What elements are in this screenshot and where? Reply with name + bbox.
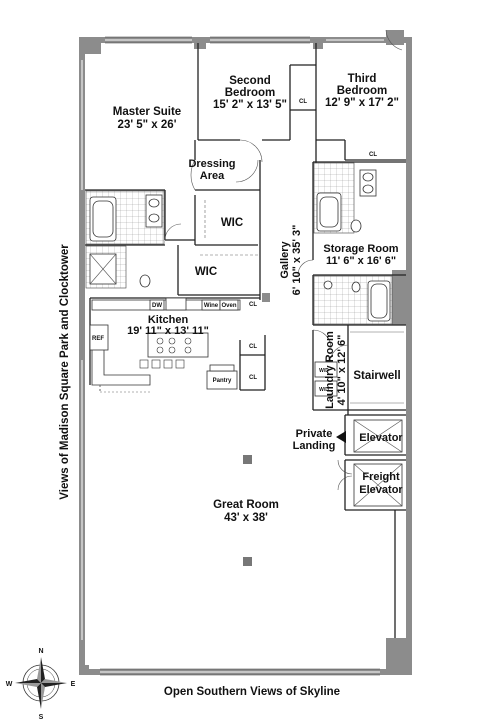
laundry-room-label: Laundry Room [324, 331, 336, 409]
compass-rose-icon: N S E W [6, 648, 76, 721]
room-labels: Master Suite 23' 5" x 26' Second Bedroom… [113, 73, 404, 524]
pantry-label: Pantry [213, 378, 232, 384]
laundry-room-dims: 4' 10" x 12' 6" [336, 335, 348, 406]
master-suite-dims: 23' 5" x 26' [118, 119, 177, 131]
third-bedroom-label-1: Third [348, 73, 377, 85]
storage-room-label: Storage Room [323, 243, 398, 255]
closet-label-second: CL [299, 99, 307, 105]
windows [81, 39, 384, 673]
refrigerator-label: REF [92, 336, 104, 342]
interior-walls [85, 43, 406, 638]
closet-label-third: CL [369, 152, 377, 158]
third-bedroom-dims: 12' 9" x 17' 2" [325, 97, 399, 109]
closet-label-pantry-1: CL [249, 344, 257, 350]
closet-label-kitchen: CL [249, 302, 257, 308]
washer-dryer-label-1: W/D [319, 368, 329, 374]
storage-room-dims: 11' 6" x 16' 6" [326, 255, 396, 267]
second-bedroom-dims: 15' 2" x 13' 5" [213, 99, 287, 111]
second-bedroom-label-1: Second [229, 75, 271, 87]
landing-arrow-icon [336, 431, 346, 443]
compass-east: E [71, 681, 76, 688]
compass-north: N [38, 648, 43, 655]
side-view-caption: Views of Madison Square Park and Clockto… [59, 244, 71, 500]
dressing-area-label-2: Area [200, 170, 225, 182]
freight-elevator-label-2: Elevator [359, 484, 403, 496]
bottom-view-caption: Open Southern Views of Skyline [164, 686, 340, 698]
compass-west: W [6, 681, 13, 688]
wic-label-2: WIC [195, 266, 217, 278]
door-swings [164, 29, 403, 491]
kitchen-label: Kitchen [148, 314, 189, 326]
fixtures [89, 169, 404, 566]
second-bedroom-label-2: Bedroom [225, 87, 275, 99]
compass-south: S [39, 714, 44, 721]
master-suite-label: Master Suite [113, 106, 181, 118]
kitchen-dims: 19' 11" x 13' 11" [127, 325, 209, 337]
stairwell-label: Stairwell [353, 370, 400, 382]
freight-elevator-label-1: Freight [362, 471, 400, 483]
great-room-dims: 43' x 38' [224, 512, 268, 524]
great-room-label: Great Room [213, 499, 279, 511]
elevator-label: Elevator [359, 432, 403, 444]
oven-label: Oven [221, 303, 236, 309]
wic-label-1: WIC [221, 217, 243, 229]
third-bedroom-label-2: Bedroom [337, 85, 387, 97]
wine-label: Wine [204, 303, 219, 309]
gallery-label: Gallery [279, 240, 291, 278]
private-landing-label-1: Private [296, 428, 333, 440]
closet-label-pantry-2: CL [249, 375, 257, 381]
gallery-dims: 6' 10" x 35' 3" [291, 225, 303, 296]
dishwasher-label: DW [152, 303, 162, 309]
fixture-labels: CL CL DW Wine Oven CL REF CL CL Pantry W… [92, 99, 377, 393]
dressing-area-label-1: Dressing [188, 158, 235, 170]
washer-dryer-label-2: W/D [319, 387, 329, 393]
private-landing-label-2: Landing [293, 440, 336, 452]
